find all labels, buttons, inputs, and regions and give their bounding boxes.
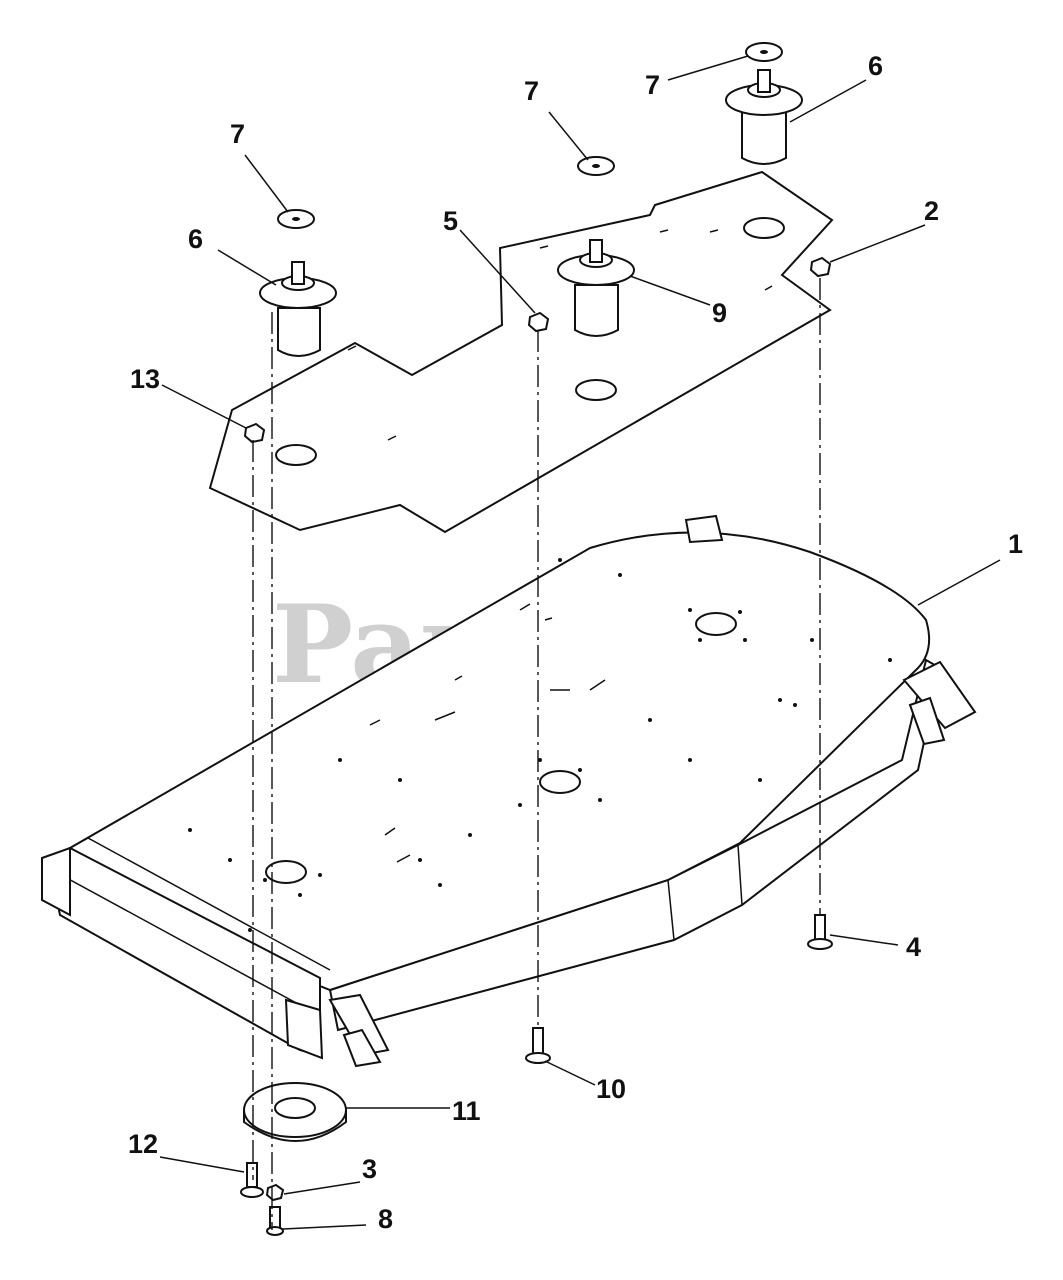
nut-13 (243, 422, 266, 444)
callout-7-left: 7 (230, 119, 245, 149)
bolt-12 (240, 1162, 264, 1198)
leader-lines (159, 55, 1001, 1230)
callout-1: 1 (1008, 529, 1023, 559)
mounting-plate (208, 170, 834, 534)
bolt-10 (525, 1027, 551, 1064)
callout-10: 10 (596, 1074, 626, 1104)
washer-right-hole (760, 50, 768, 54)
callout-8: 8 (378, 1204, 393, 1234)
callout-6-right: 6 (868, 51, 883, 81)
callout-7-center: 7 (524, 76, 539, 106)
callout-4: 4 (906, 932, 921, 962)
nut-2 (809, 256, 832, 278)
spindle-right (725, 69, 803, 165)
callout-13: 13 (130, 364, 160, 394)
callout-7-right: 7 (645, 70, 660, 100)
spindle-left (259, 261, 337, 357)
washer-center-hole (592, 164, 600, 168)
bolt-4 (807, 914, 833, 950)
bearing-plate (243, 1082, 347, 1142)
alignment-lines (252, 278, 821, 1230)
callout-6-left: 6 (188, 224, 203, 254)
callout-2: 2 (924, 196, 939, 226)
spindle-center (557, 239, 635, 337)
callout-3: 3 (362, 1154, 377, 1184)
washer-left-hole (292, 217, 300, 221)
mower-deck (41, 514, 977, 1068)
nut-5 (527, 311, 550, 333)
callout-12: 12 (128, 1129, 158, 1159)
callout-5: 5 (443, 206, 458, 236)
nut-3 (265, 1183, 285, 1202)
callout-9: 9 (712, 298, 727, 328)
deck-holes (188, 558, 892, 932)
callout-11: 11 (452, 1096, 481, 1126)
bolt-8 (266, 1206, 284, 1236)
